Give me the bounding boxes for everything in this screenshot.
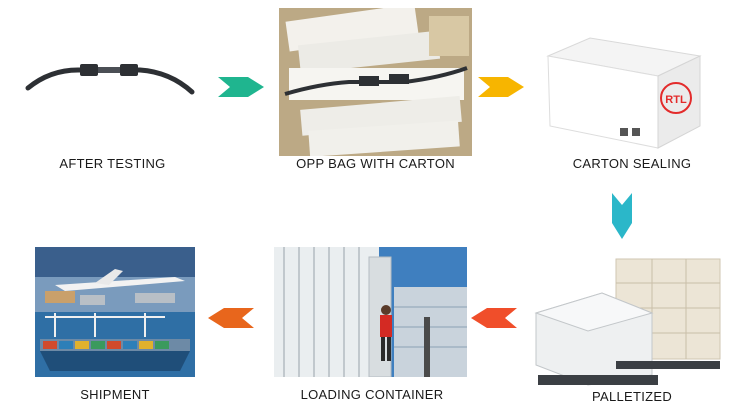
palletized-caption: PALLETIZED <box>591 389 673 404</box>
arrow-right-icon-1 <box>218 77 264 97</box>
loading-container-image <box>274 247 467 377</box>
brand-logo-text: RTL <box>665 94 687 106</box>
arrow-right-2 <box>478 77 524 97</box>
shipment-caption: SHIPMENT <box>80 387 150 402</box>
after-testing-image <box>20 40 200 110</box>
after-testing-caption: AFTER TESTING <box>59 156 166 171</box>
loading-container-caption: LOADING CONTAINER <box>300 387 444 402</box>
arrow-down-icon-3 <box>612 193 632 239</box>
carton-sealing-caption: CARTON SEALING <box>572 156 692 171</box>
arrow-down-3 <box>612 193 632 239</box>
arrow-left-4 <box>471 308 517 328</box>
opp-bag-image <box>279 8 472 156</box>
brand-logo-icon <box>660 82 692 114</box>
arrow-left-icon-4 <box>471 308 517 328</box>
arrow-right-icon-2 <box>478 77 524 97</box>
opp-bag-caption: OPP BAG WITH CARTON <box>296 156 455 171</box>
carton-sealing-image: RTL <box>540 8 710 156</box>
palletized-image <box>532 253 726 391</box>
arrow-left-5 <box>208 308 254 328</box>
arrow-left-icon-5 <box>208 308 254 328</box>
shipment-image <box>35 247 195 377</box>
arrow-right-1 <box>218 77 264 97</box>
